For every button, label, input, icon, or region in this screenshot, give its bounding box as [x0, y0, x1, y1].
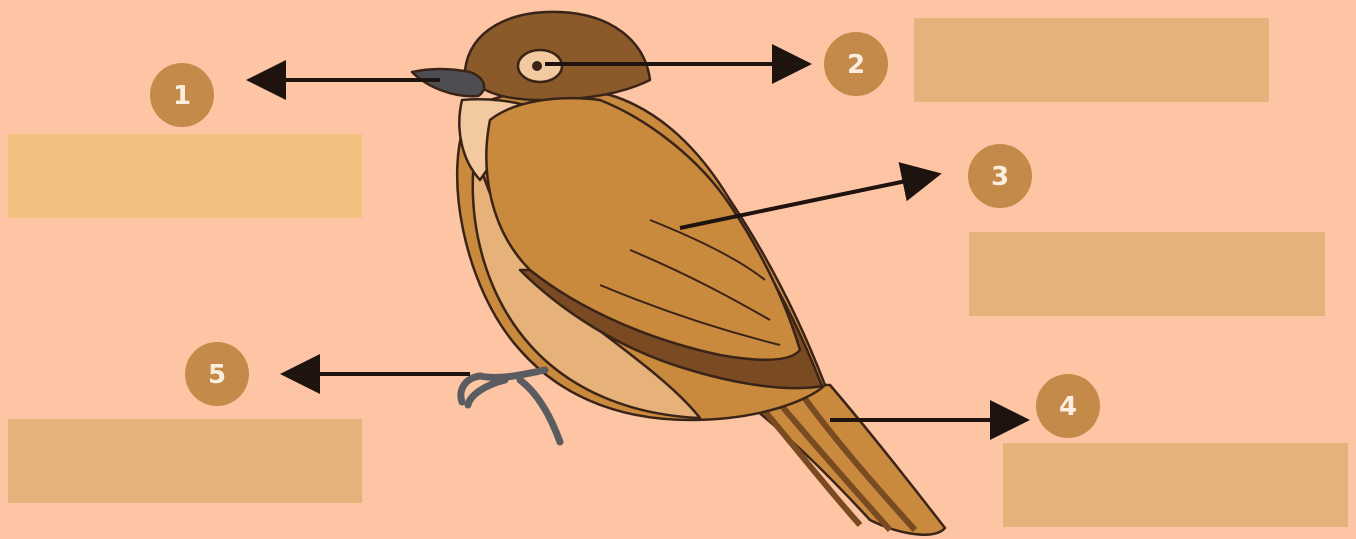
callout-number-3: 3: [991, 162, 1009, 192]
label-box-5[interactable]: [8, 419, 362, 503]
label-box-3[interactable]: [969, 232, 1325, 316]
callout-badge-1: 1: [150, 63, 214, 127]
callout-badge-2: 2: [824, 32, 888, 96]
callout-number-1: 1: [173, 81, 191, 111]
label-box-2[interactable]: [914, 18, 1269, 102]
callout-badge-5: 5: [185, 342, 249, 406]
bird-beak: [412, 69, 484, 96]
callout-number-2: 2: [847, 50, 865, 80]
callout-badge-3: 3: [968, 144, 1032, 208]
callout-number-4: 4: [1059, 392, 1077, 422]
bird-eye: [532, 61, 542, 71]
callout-badge-4: 4: [1036, 374, 1100, 438]
label-box-4[interactable]: [1003, 443, 1348, 527]
bird-foot: [461, 370, 560, 442]
callout-number-5: 5: [208, 360, 226, 390]
label-box-1[interactable]: [8, 134, 362, 218]
